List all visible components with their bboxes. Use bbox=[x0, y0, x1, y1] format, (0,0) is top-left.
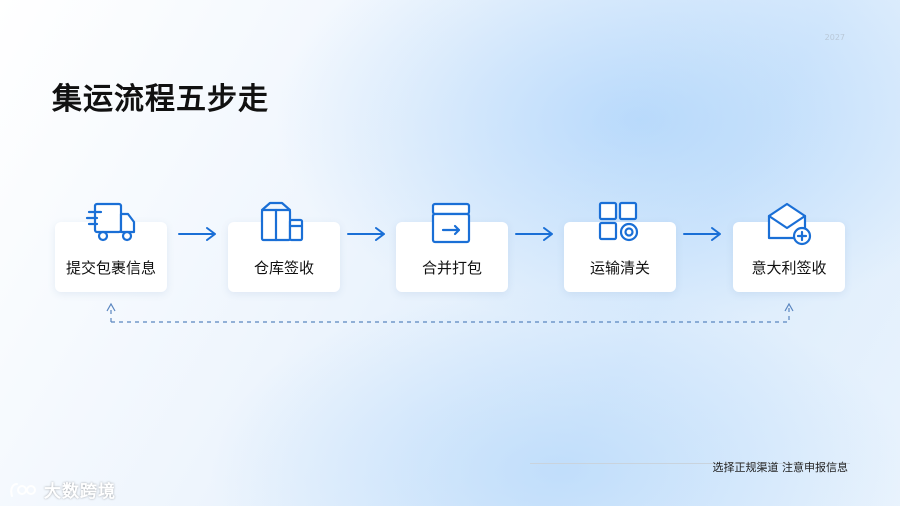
brand-watermark: 大数跨境 bbox=[8, 477, 116, 502]
step-label-4: 运输清关 bbox=[589, 259, 650, 277]
step-card-5: 意大利签收 bbox=[733, 222, 845, 292]
step-card-4: 运输清关 bbox=[564, 222, 676, 292]
customs-grid-icon bbox=[598, 201, 639, 242]
delivery-truck-icon bbox=[85, 202, 136, 242]
step-label-1: 提交包裹信息 bbox=[65, 259, 156, 277]
page-title: 集运流程五步走 bbox=[52, 82, 269, 117]
footer-divider bbox=[530, 463, 850, 464]
step-card-3: 合并打包 bbox=[396, 222, 508, 292]
warehouse-boxes-icon bbox=[260, 201, 304, 242]
step-label-3: 合并打包 bbox=[421, 259, 482, 277]
brand-logo-icon bbox=[10, 482, 36, 497]
footer-note: 选择正规渠道 注意申报信息 bbox=[712, 461, 849, 474]
package-box-icon bbox=[431, 202, 471, 244]
step-card-1: 提交包裹信息 bbox=[55, 222, 167, 292]
receive-mail-icon bbox=[767, 202, 812, 246]
step-label-5: 意大利签收 bbox=[751, 259, 827, 277]
arrow-right-icon bbox=[347, 227, 385, 241]
arrow-right-icon bbox=[178, 227, 216, 241]
brand-name: 大数跨境 bbox=[44, 482, 116, 502]
step-label-2: 仓库签收 bbox=[253, 259, 314, 277]
arrow-right-icon bbox=[683, 227, 721, 241]
page-number: 2027 bbox=[824, 33, 845, 42]
arrow-right-icon bbox=[515, 227, 553, 241]
